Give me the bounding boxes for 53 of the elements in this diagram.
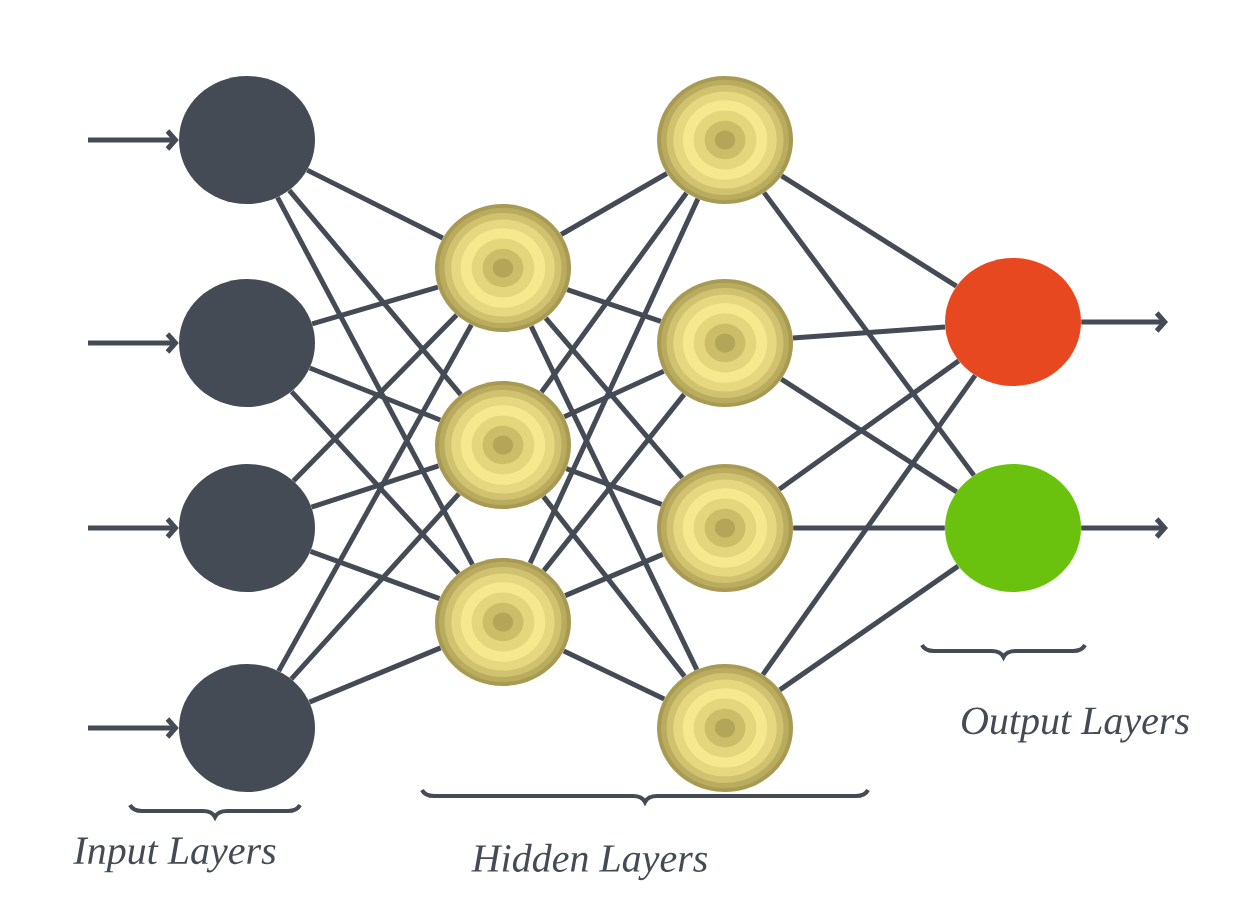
connection-line	[780, 173, 958, 289]
output-arrow	[1081, 311, 1168, 333]
input-arrow	[88, 717, 179, 739]
hidden-neuron	[657, 464, 793, 592]
connection-line	[289, 389, 461, 576]
connection-line	[306, 167, 444, 241]
input-neuron	[179, 664, 315, 792]
input-arrow	[88, 517, 179, 539]
output-neuron	[945, 258, 1081, 386]
connection-line	[528, 325, 700, 671]
connection-line	[760, 373, 978, 677]
output-arrow	[1081, 517, 1168, 539]
connection-line	[310, 463, 440, 510]
connection-line	[275, 196, 475, 566]
layer-label: Input Layers	[73, 837, 276, 873]
connection-line	[287, 188, 463, 397]
connection-line	[541, 392, 687, 573]
connection-line	[777, 358, 961, 492]
connection-line	[559, 171, 669, 237]
connection-line	[762, 191, 976, 477]
connection-line	[291, 313, 459, 483]
connection-line	[539, 191, 689, 394]
connection-line	[527, 197, 701, 565]
hidden-neuron	[435, 558, 571, 686]
connection-line	[780, 377, 959, 494]
connection-line	[564, 552, 664, 598]
hidden-neuron	[657, 664, 793, 792]
hidden-neuron	[435, 204, 571, 332]
connection-line	[311, 284, 439, 327]
connection-line	[308, 365, 442, 423]
connection-line	[289, 492, 461, 681]
input-arrow	[88, 129, 179, 151]
hidden-neuron	[657, 279, 793, 407]
input-neuron	[179, 279, 315, 407]
connection-line	[793, 525, 945, 531]
output-neuron	[945, 464, 1081, 592]
layer-label: Output Layers	[962, 707, 1189, 743]
connection-line	[792, 324, 946, 341]
layer-label: Hidden Layers	[471, 843, 708, 881]
input-neuron	[179, 76, 315, 204]
connection-line	[541, 495, 687, 678]
connection-line	[565, 466, 663, 507]
connection-line	[276, 323, 474, 673]
connection-line	[566, 287, 662, 324]
input-arrow	[88, 332, 179, 354]
connection-line	[563, 368, 665, 420]
connection-line	[308, 645, 442, 705]
connection-line	[562, 648, 666, 702]
hidden-neuron	[657, 76, 793, 204]
connection-line	[543, 316, 685, 480]
input-neuron	[179, 464, 315, 592]
connection-line	[778, 564, 960, 692]
hidden-neuron	[435, 381, 571, 509]
